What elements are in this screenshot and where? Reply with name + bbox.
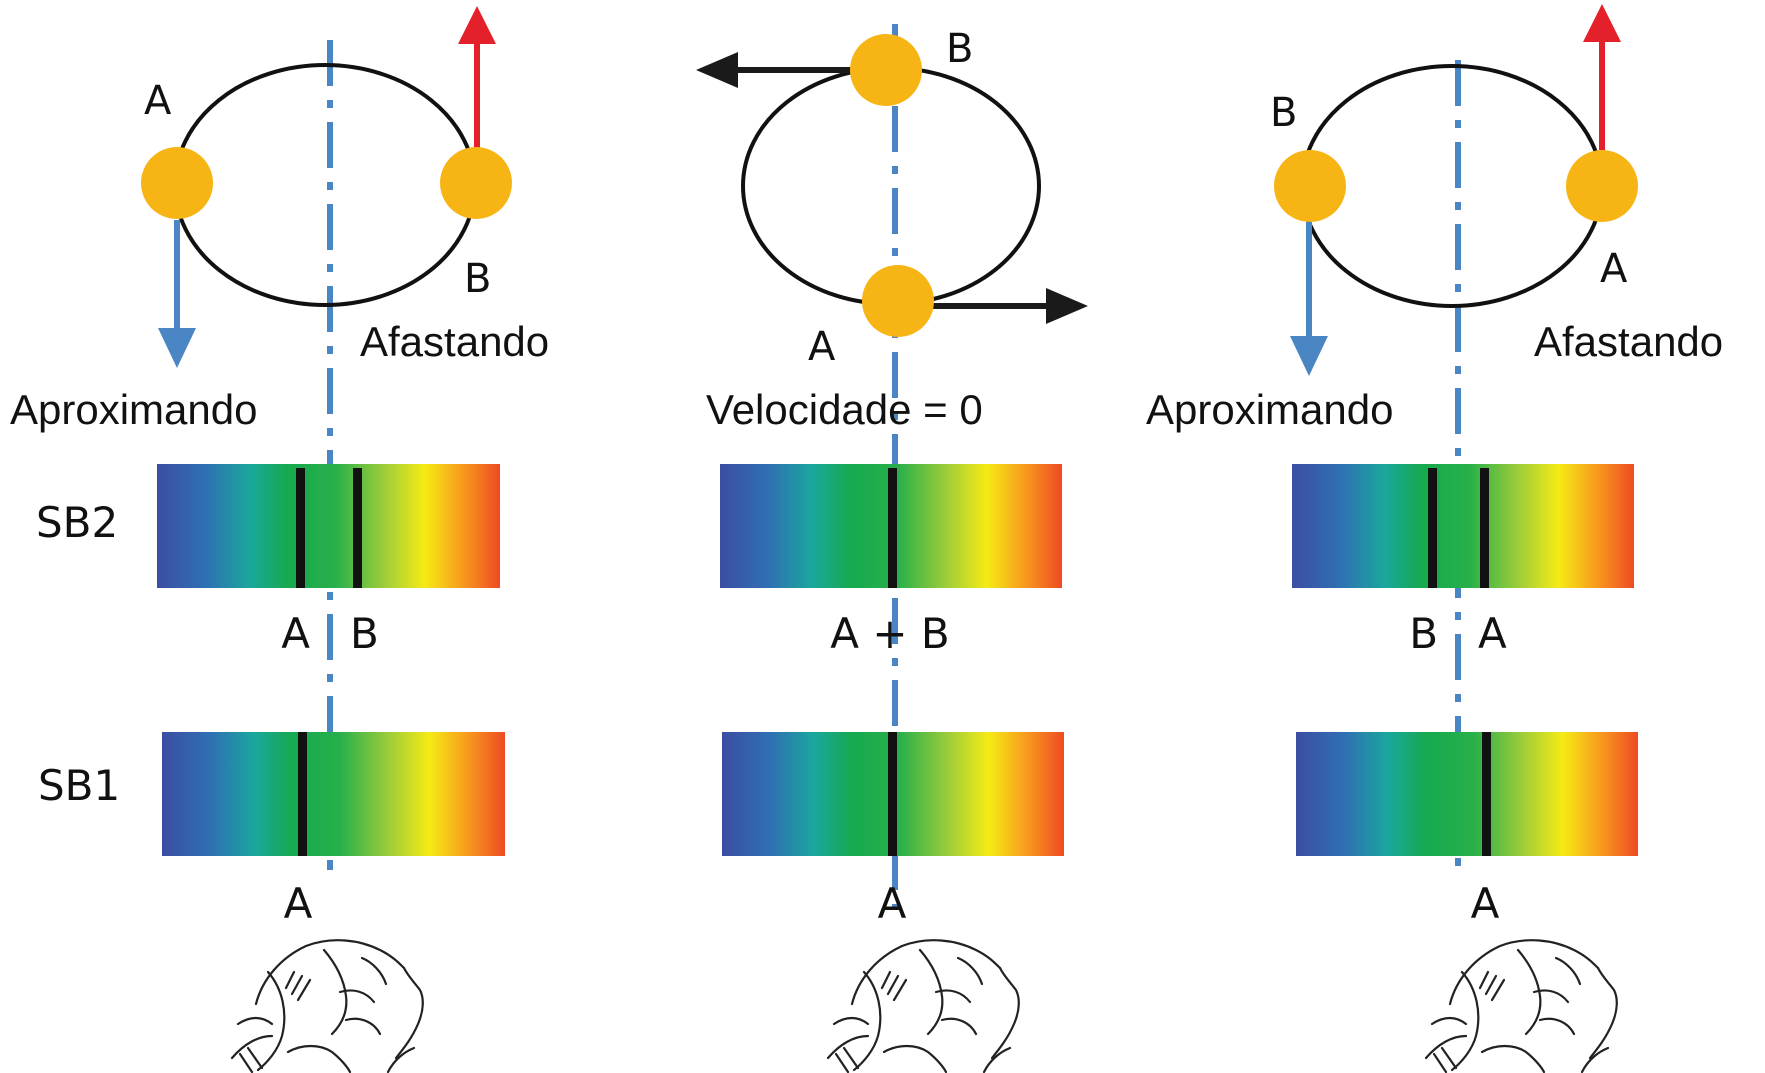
- star-a: [862, 265, 934, 337]
- panel-3: B A Afastando Aproximando B A A: [1146, 4, 1723, 1073]
- star-a: [1566, 150, 1638, 222]
- receding-arrow-head: [1583, 4, 1621, 42]
- sb1-row-label: SB1: [38, 761, 120, 810]
- sb2-line-a: [296, 468, 305, 588]
- star-a-label: A: [808, 324, 836, 370]
- sb1-spectrum: [1296, 732, 1638, 856]
- star-b-label: B: [946, 26, 973, 72]
- sb1-line-label: A: [878, 879, 907, 928]
- approaching-arrow-head: [1290, 336, 1328, 376]
- sb1-line-label: A: [1471, 879, 1500, 928]
- sb2-spectrum: [1292, 464, 1634, 588]
- sb1-spectrum: [162, 732, 505, 856]
- star-b: [850, 34, 922, 106]
- orbit-ellipse: [1300, 64, 1604, 308]
- star-b-label: B: [464, 256, 491, 302]
- sb2-line-b: [353, 468, 362, 588]
- star-a-label: A: [144, 78, 172, 124]
- observer-icon: [230, 939, 424, 1073]
- panel-1: A B Afastando Aproximando A B A: [10, 6, 549, 1073]
- star-b-label: B: [1270, 90, 1297, 136]
- receding-label: Afastando: [360, 318, 549, 365]
- star-a-label: A: [1600, 246, 1628, 292]
- sb2-line-labels: A B: [281, 609, 379, 658]
- approaching-label: Aproximando: [1146, 386, 1393, 433]
- sb2-spectrum: [157, 464, 500, 588]
- star-b: [440, 147, 512, 219]
- receding-label: Afastando: [1534, 318, 1723, 365]
- observer-icon: [826, 939, 1020, 1073]
- sb2-line-b: [1428, 468, 1437, 588]
- sb2-row-label: SB2: [36, 498, 118, 547]
- sb2-line-labels: B A: [1409, 609, 1507, 658]
- sb1-line-a: [1482, 732, 1491, 856]
- star-b: [1274, 150, 1346, 222]
- observer-icon: [1424, 939, 1618, 1073]
- star-b-velocity-arrowhead: [696, 52, 738, 88]
- receding-arrow-head: [458, 6, 496, 44]
- sb1-line-a: [298, 732, 307, 856]
- sb2-line-ab: [888, 468, 897, 588]
- star-a-velocity-arrowhead: [1046, 288, 1088, 324]
- sb2-line-labels: A + B: [830, 609, 949, 658]
- sb1-line-a: [888, 732, 897, 856]
- star-a: [141, 147, 213, 219]
- velocity-zero-label: Velocidade = 0: [706, 386, 983, 433]
- approaching-arrow-head: [158, 328, 196, 368]
- approaching-label: Aproximando: [10, 386, 257, 433]
- sb2-line-a: [1480, 468, 1489, 588]
- panel-2: B A Velocidade = 0 A + B A: [696, 24, 1088, 1073]
- sb1-line-label: A: [284, 879, 313, 928]
- orbit-ellipse: [173, 63, 477, 307]
